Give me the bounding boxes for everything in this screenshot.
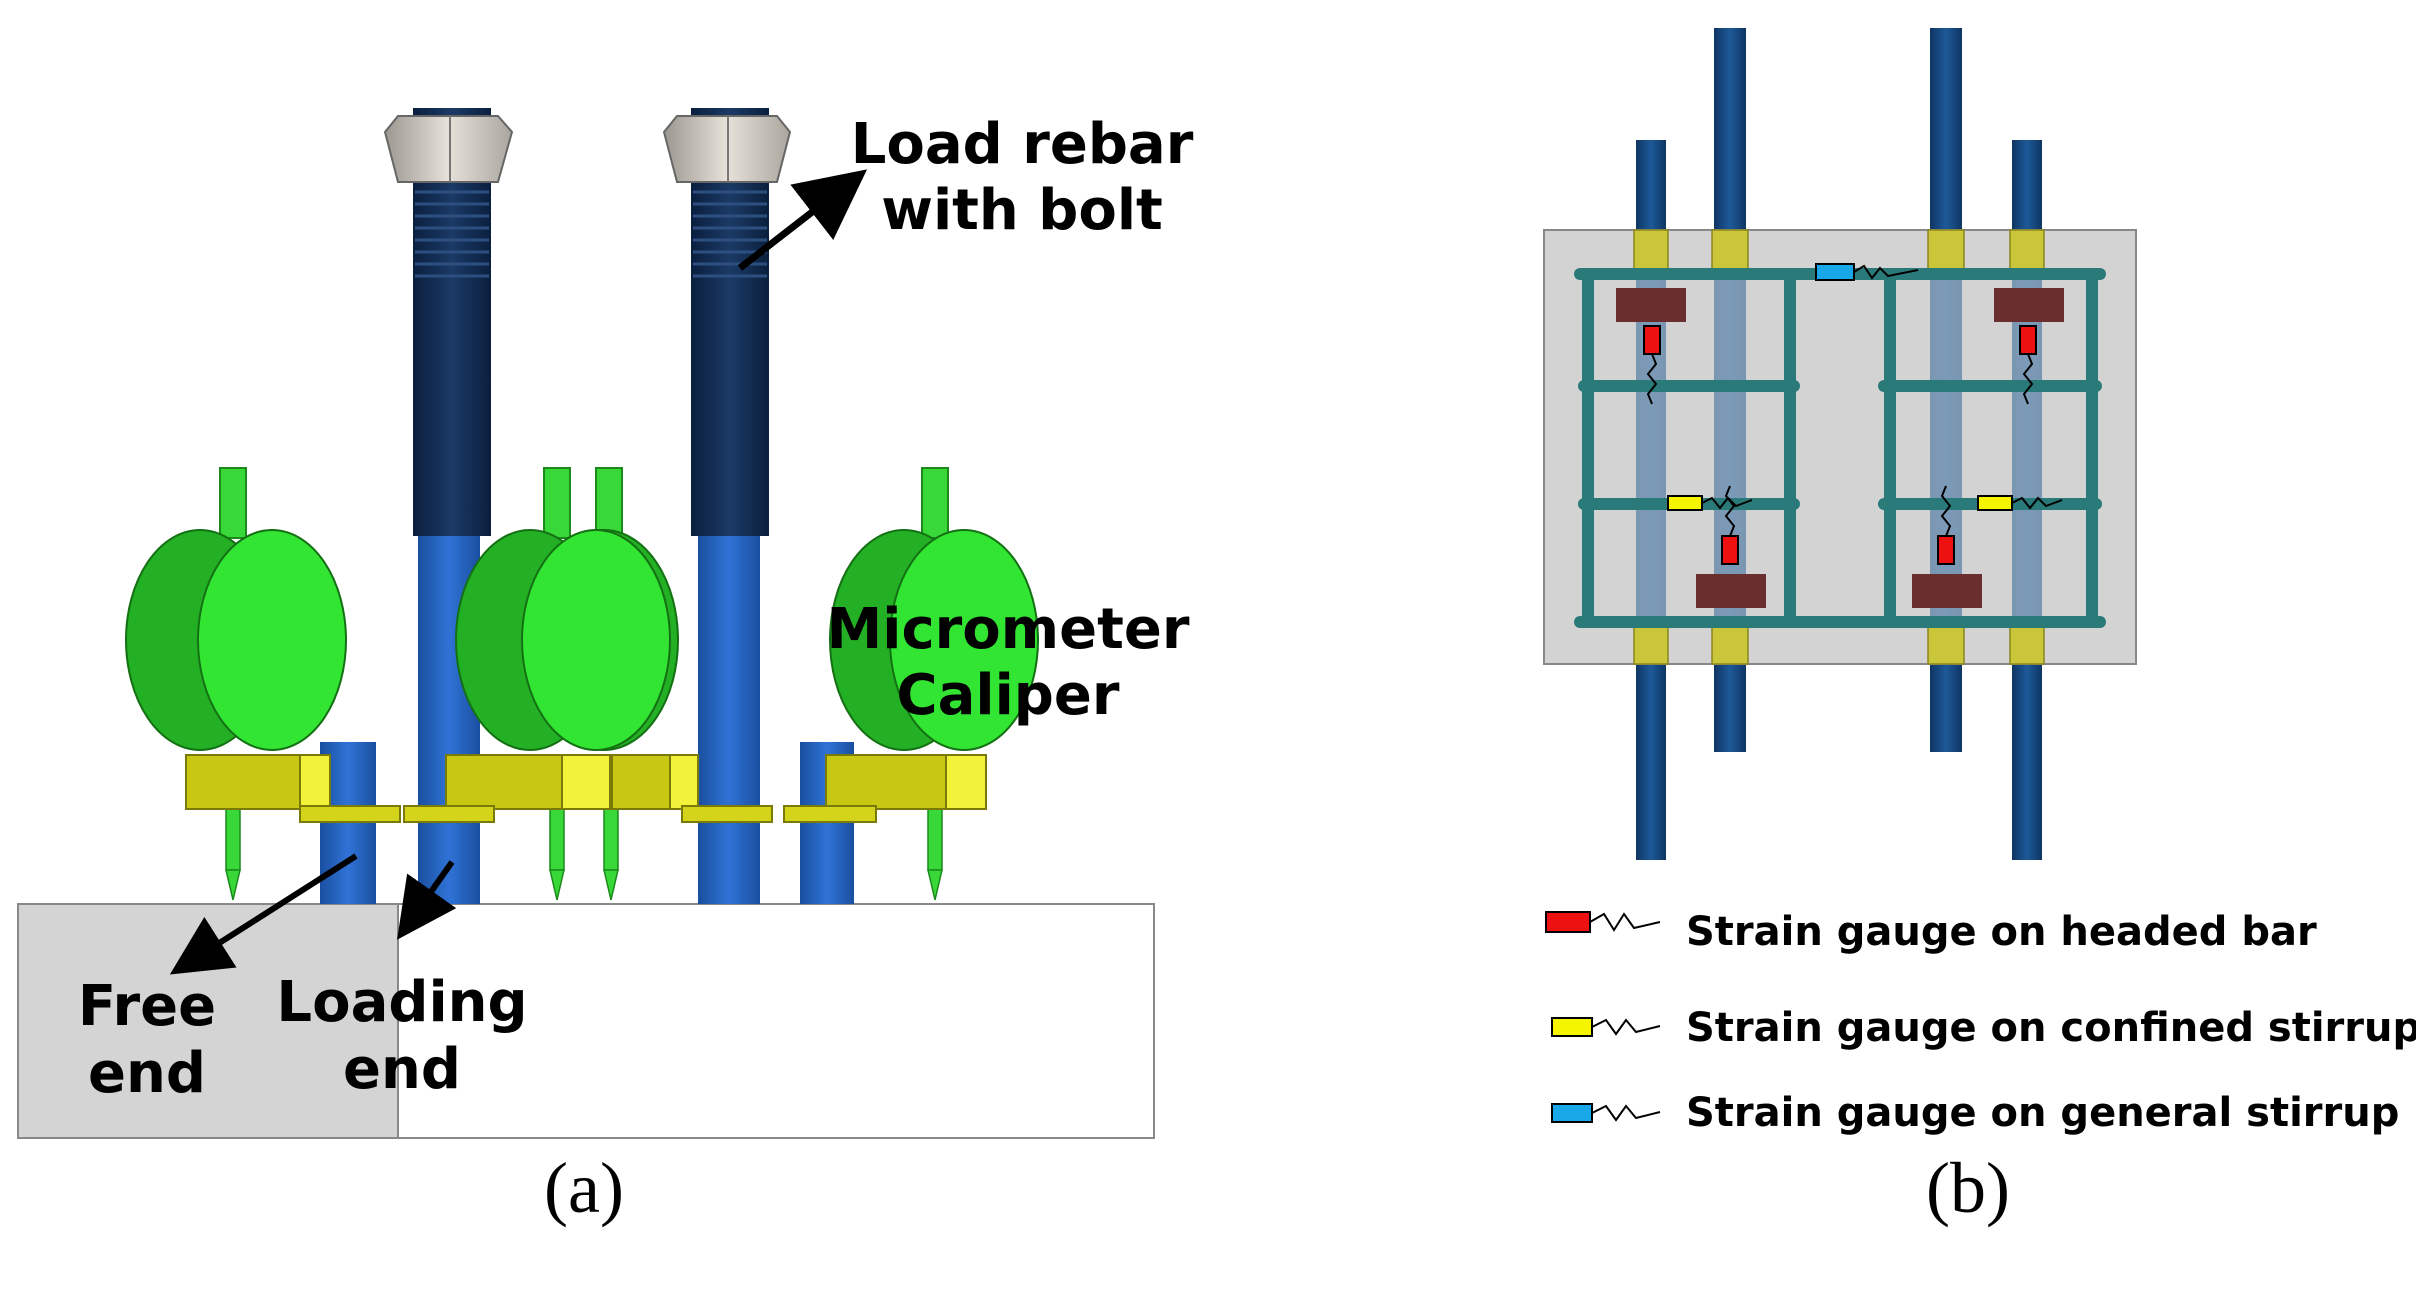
hex-nut-left (383, 115, 514, 183)
yellow-brackets (185, 754, 987, 823)
bar-head-4 (1912, 574, 1982, 608)
gauges-headed-bar (1643, 325, 2037, 565)
gauge-general-stirrup (1815, 263, 1919, 281)
micrometer-caliper-3 (829, 467, 1039, 901)
legend-item-confined-stirrup: Strain gauge on confined stirrup (1551, 1005, 2416, 1051)
load-rebar-right (662, 108, 792, 904)
panel-b: Strain gauge on headed bar Strain gauge … (1543, 28, 2416, 1228)
arrow-free-end (169, 853, 358, 975)
label-free-end-2: end (88, 1041, 206, 1106)
gauges-confined-stirrup (1667, 495, 2063, 511)
label-loading-end-1: Loading (276, 970, 527, 1035)
label-free-end-1: Free (78, 974, 216, 1039)
legend-label-headed-bar: Strain gauge on headed bar (1686, 909, 2317, 955)
label-micrometer-2: Caliper (897, 663, 1120, 728)
label-load-rebar-2: with bolt (881, 178, 1163, 243)
caption-b: (b) (1926, 1148, 2010, 1228)
bar-head-1 (1616, 288, 1686, 322)
caption-a: (a) (544, 1148, 624, 1228)
panel-a: Load rebar with bolt Micrometer Caliper … (17, 108, 1194, 1228)
legend-label-confined-stirrup: Strain gauge on confined stirrup (1686, 1005, 2416, 1051)
legend-item-general-stirrup: Strain gauge on general stirrup (1551, 1090, 2399, 1136)
arrow-load-rebar (737, 169, 868, 271)
sleeves (1633, 229, 2045, 665)
legend: Strain gauge on headed bar Strain gauge … (1545, 909, 2416, 1136)
bar-head-3 (1696, 574, 1766, 608)
micrometer-caliper-1 (125, 467, 347, 901)
bar-head-2 (1994, 288, 2064, 322)
arrow-loading-end (397, 860, 457, 940)
label-load-rebar-1: Load rebar (851, 112, 1194, 177)
label-loading-end-2: end (343, 1037, 461, 1102)
load-rebar-left (383, 108, 514, 904)
legend-item-headed-bar: Strain gauge on headed bar (1545, 909, 2317, 955)
legend-label-general-stirrup: Strain gauge on general stirrup (1686, 1090, 2399, 1136)
label-micrometer-1: Micrometer (827, 597, 1190, 662)
